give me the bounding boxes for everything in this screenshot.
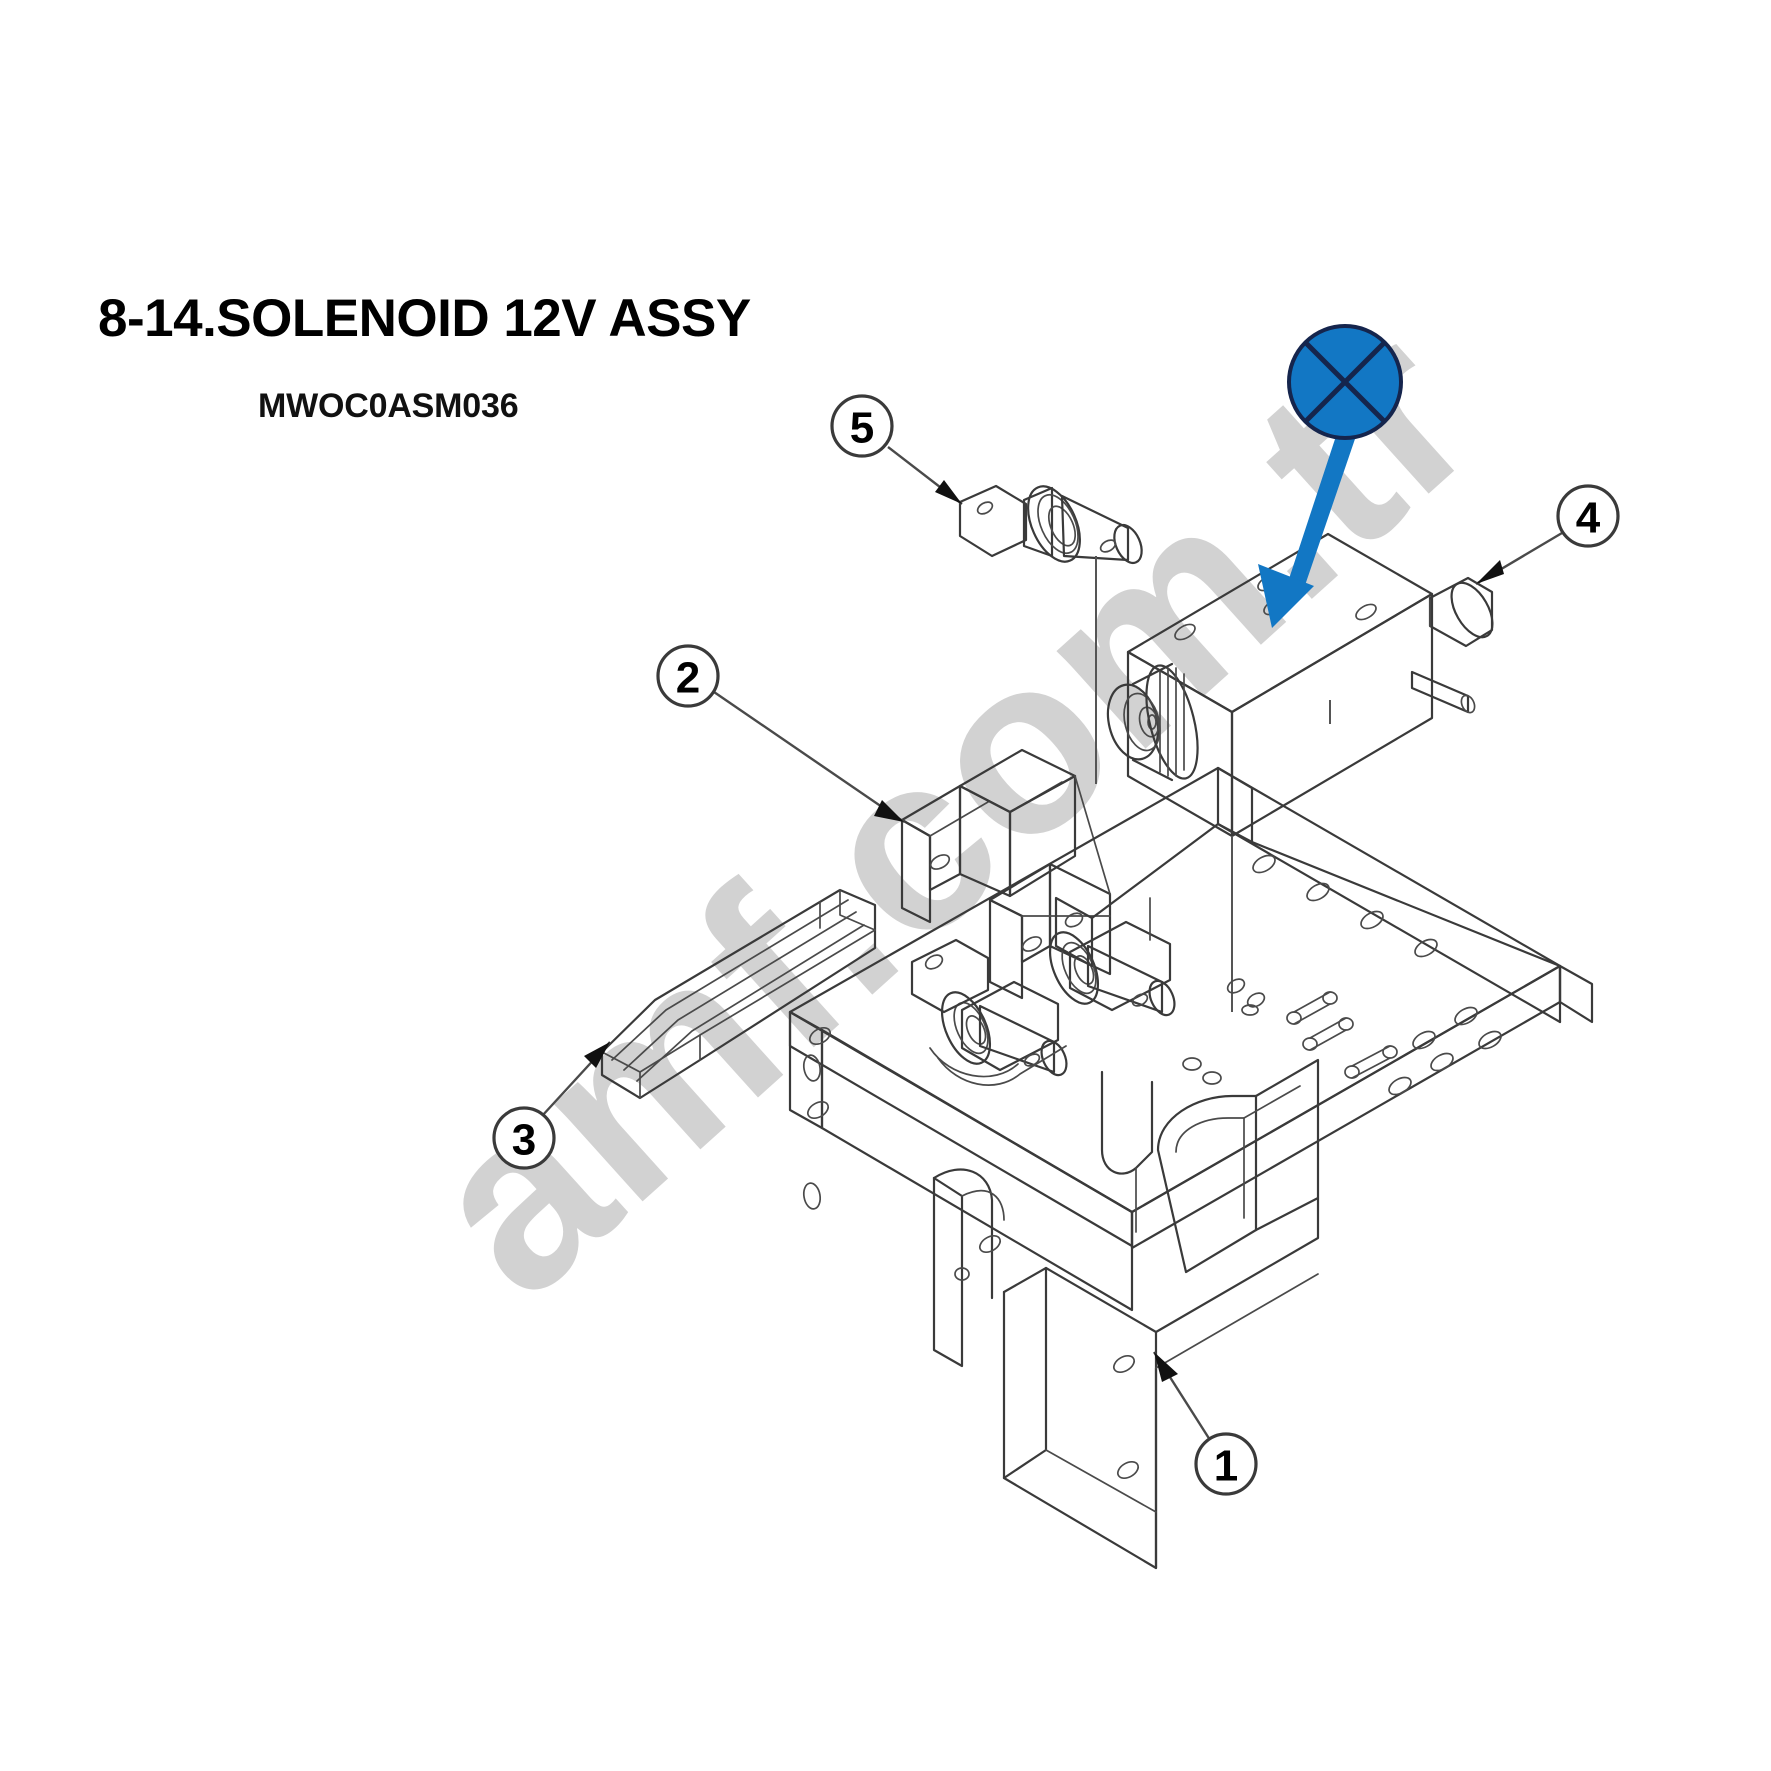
leader-arrowhead — [584, 1042, 610, 1068]
marker-x-stroke-2 — [1304, 341, 1386, 423]
callout-2-balloon[interactable] — [656, 644, 720, 708]
callout-3-balloon[interactable] — [492, 1106, 556, 1170]
leader-arrowhead — [1476, 560, 1504, 584]
part-solenoid-body — [1106, 532, 1494, 1012]
callout-5-number: 5 — [850, 404, 874, 453]
part-channel-rail — [600, 888, 877, 1100]
part-base-frame — [788, 766, 1594, 1570]
callout-1-balloon[interactable] — [1194, 1432, 1258, 1496]
callout-1[interactable]: 1 — [1152, 1351, 1258, 1496]
blue-cross-marker[interactable] — [1287, 324, 1403, 440]
callout-4-balloon[interactable] — [1556, 484, 1620, 548]
callout-2-number: 2 — [676, 654, 700, 703]
callout-4-number: 4 — [1576, 494, 1601, 543]
leader-arrowhead — [874, 800, 904, 822]
part-clevis-pin — [958, 484, 1143, 784]
callout-3[interactable]: 3 — [492, 1041, 611, 1170]
callout-5-balloon[interactable] — [830, 394, 894, 458]
callout-2[interactable]: 2 — [656, 644, 905, 823]
highlight-arrow[interactable] — [1258, 430, 1356, 628]
callout-4[interactable]: 4 — [1475, 484, 1620, 586]
leader-arrowhead — [1154, 1352, 1178, 1382]
leader-arrowhead — [935, 480, 962, 504]
callout-5[interactable]: 5 — [830, 394, 963, 505]
callout-1-number: 1 — [1214, 1442, 1238, 1491]
callout-3-number: 3 — [512, 1116, 536, 1165]
